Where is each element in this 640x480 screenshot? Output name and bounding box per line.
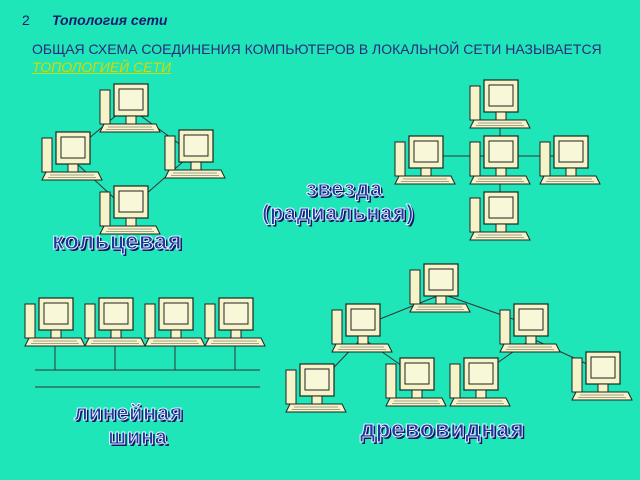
computer-icon — [394, 135, 456, 185]
computer-icon — [285, 363, 347, 413]
computer-icon — [539, 135, 601, 185]
computer-icon — [84, 297, 146, 347]
computer-icon — [24, 297, 86, 347]
bus-topology — [24, 297, 266, 388]
star-label-line2: (радиальная) — [262, 200, 414, 226]
computer-icon — [469, 191, 531, 241]
bus-label-line2: шина — [107, 424, 168, 450]
computer-icon — [164, 129, 226, 179]
computer-icon — [499, 303, 561, 353]
computer-icon — [144, 297, 206, 347]
star-label-line1: звезда — [306, 176, 383, 202]
tree-topology — [285, 263, 633, 413]
ring-label: кольцевая — [51, 228, 183, 256]
description-highlight: ТОПОЛОГИЕЙ СЕТИ — [32, 59, 172, 75]
bus-label-line1: линейная — [74, 400, 183, 426]
computer-icon — [469, 79, 531, 129]
star-topology — [394, 79, 601, 241]
computer-icon — [331, 303, 393, 353]
computer-icon — [204, 297, 266, 347]
computer-icon — [99, 185, 161, 235]
computer-icon — [99, 83, 161, 133]
tree-label: древовидная — [359, 416, 525, 444]
slide-description: ОБЩАЯ СХЕМА СОЕДИНЕНИЯ КОМПЬЮТЕРОВ В ЛОК… — [32, 40, 612, 76]
computer-icon — [469, 135, 531, 185]
ring-topology — [41, 83, 226, 235]
slide-title: Топология сети — [52, 12, 168, 28]
computer-icon — [449, 357, 511, 407]
computer-icon — [409, 263, 471, 313]
description-text: ОБЩАЯ СХЕМА СОЕДИНЕНИЯ КОМПЬЮТЕРОВ В ЛОК… — [32, 41, 602, 57]
computer-icon — [385, 357, 447, 407]
computer-icon — [571, 351, 633, 401]
computer-icon — [41, 131, 103, 181]
slide-number: 2 — [22, 12, 30, 28]
